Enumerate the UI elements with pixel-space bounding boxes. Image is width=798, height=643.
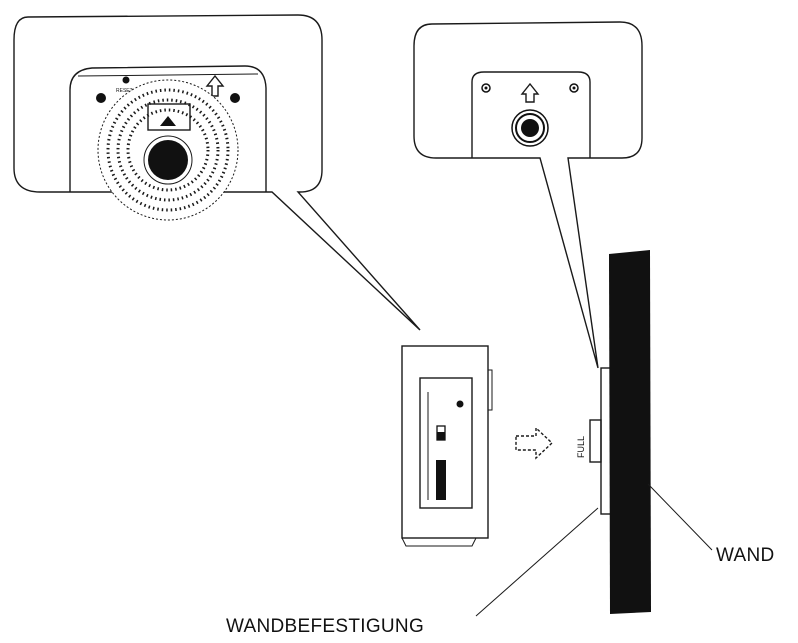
callout-front-detail: RESET bbox=[13, 14, 421, 331]
full-marking: FULL bbox=[576, 436, 586, 458]
up-arrow-icon bbox=[520, 82, 540, 103]
screw-icon bbox=[230, 93, 240, 103]
screw-icon bbox=[456, 400, 464, 408]
callout-mount-detail bbox=[413, 21, 643, 369]
camera-icon bbox=[160, 116, 176, 126]
right-arrow-icon bbox=[515, 426, 554, 460]
wall-mount: FULL bbox=[576, 367, 612, 515]
screw-icon bbox=[96, 93, 106, 103]
wandbefestigung-leader-line bbox=[475, 507, 599, 617]
screw-icon bbox=[569, 83, 579, 93]
screw-icon bbox=[481, 83, 491, 93]
wall bbox=[609, 250, 651, 614]
lens-icon bbox=[511, 109, 549, 147]
wand-leader-line bbox=[647, 483, 713, 551]
doorbell-side-view bbox=[401, 345, 493, 547]
reset-marking: RESET bbox=[116, 88, 133, 94]
up-arrow-icon bbox=[205, 74, 225, 97]
doorbell-button bbox=[148, 140, 188, 180]
battery-slot bbox=[436, 460, 446, 500]
wand-label: WAND bbox=[716, 545, 775, 566]
wandbefestigung-label: WANDBEFESTIGUNG bbox=[226, 616, 424, 637]
reset-icon: RESET bbox=[116, 76, 133, 94]
